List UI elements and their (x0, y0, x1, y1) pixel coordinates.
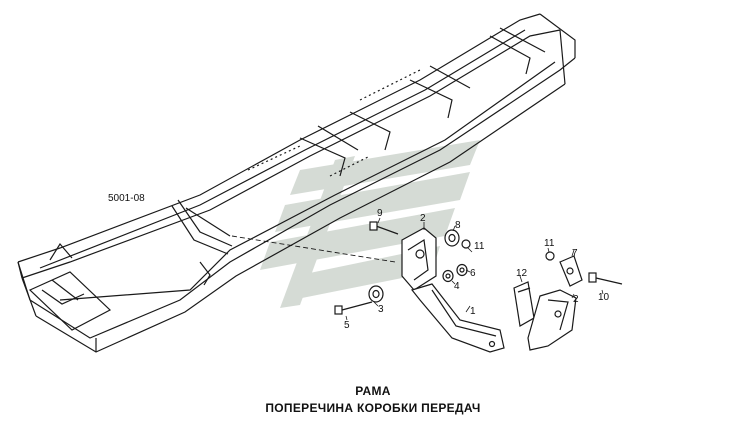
label-part-5: 5 (344, 320, 350, 331)
chassis-frame (17, 13, 576, 353)
bolt-part-5 (334, 301, 373, 315)
label-part-2-right: 2 (573, 294, 579, 305)
leader-line (231, 235, 396, 263)
bracket-part-2 (401, 227, 437, 291)
washer-part-4 (442, 269, 454, 283)
washer-part-11 (461, 239, 471, 249)
label-part-7: 7 (572, 248, 578, 259)
bushing-part-8 (444, 229, 460, 247)
bolt-part-9 (369, 221, 399, 235)
block-part-12 (513, 281, 535, 327)
diagram-title: РАМА (355, 384, 391, 398)
label-part-11: 11 (474, 241, 485, 252)
label-part-1: 1 (470, 306, 476, 317)
label-part-10: 10 (598, 292, 610, 303)
bushing-part-3 (368, 285, 384, 303)
label-part-2: 2 (420, 213, 426, 224)
reference-label: 5001-08 (108, 193, 145, 204)
label-part-4: 4 (454, 281, 460, 292)
diagram-subtitle: ПОПЕРЕЧИНА КОРОБКИ ПЕРЕДАЧ (265, 401, 481, 415)
exploded-parts (334, 221, 623, 353)
label-part-9: 9 (377, 208, 383, 219)
nut-part-6 (456, 263, 468, 277)
pad-part-7 (559, 255, 583, 287)
bolt-part-10 (588, 272, 623, 285)
bracket-part-2-right (527, 289, 577, 351)
label-leaders (345, 217, 604, 321)
part-number-labels: 9 2 8 11 6 4 3 5 1 11 7 12 2 10 (344, 208, 610, 331)
label-part-12: 12 (516, 268, 528, 279)
label-part-8: 8 (455, 220, 461, 231)
washer-part-11-right (545, 251, 555, 261)
label-part-11-right: 11 (544, 238, 555, 249)
arm-part-1 (410, 283, 505, 353)
label-part-3: 3 (378, 304, 384, 315)
label-part-6: 6 (470, 268, 476, 279)
